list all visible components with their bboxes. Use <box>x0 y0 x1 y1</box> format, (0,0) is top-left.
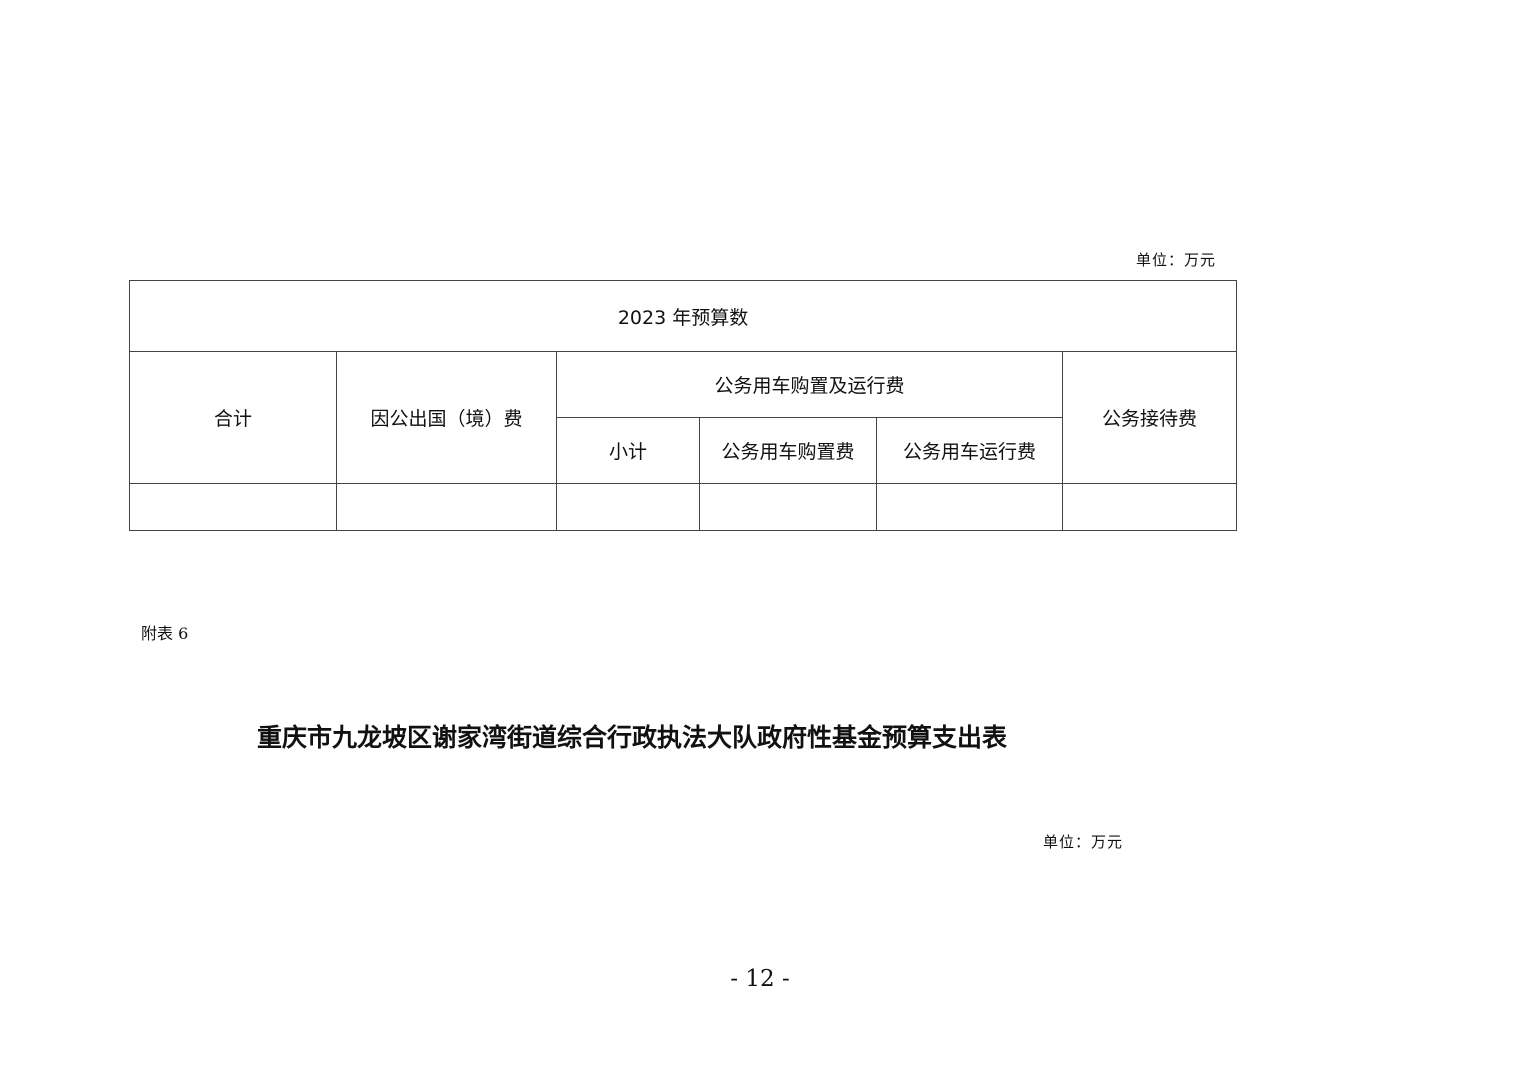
table-header-row-sub: 小计 公务用车购置费 公务用车运行费 <box>130 417 1237 484</box>
data-cell-total <box>129 483 337 531</box>
header-year-cell: 2023 年预算数 <box>128 280 1238 352</box>
header-subtotal-cell: 小计 <box>556 417 700 484</box>
header-vehicle-group-cell: 公务用车购置及运行费 <box>556 351 1063 418</box>
unit-label-bottom: 单位：万元 <box>1043 833 1124 851</box>
data-cell-vehicle-purchase <box>699 483 877 531</box>
data-cell-subtotal <box>556 483 700 531</box>
data-cell-overseas <box>336 483 557 531</box>
table-data-row <box>129 483 1238 531</box>
header-vehicle-operation-cell: 公务用车运行费 <box>876 417 1063 484</box>
budget-table: 2023 年预算数 合计 因公出国（境）费 公务用车购置及运行费 公务接待费 小… <box>128 280 1238 531</box>
header-vehicle-purchase-cell: 公务用车购置费 <box>699 417 877 484</box>
table-header-row-main: 合计 因公出国（境）费 公务用车购置及运行费 公务接待费 <box>129 351 1238 484</box>
attachment-label: 附表 6 <box>141 624 189 643</box>
header-overseas-cell: 因公出国（境）费 <box>336 351 557 484</box>
page-number: - 12 - <box>730 966 790 992</box>
header-reception-cell: 公务接待费 <box>1061 351 1238 484</box>
table-header-row-year: 2023 年预算数 <box>128 280 1238 352</box>
document-title: 重庆市九龙坡区谢家湾街道综合行政执法大队政府性基金预算支出表 <box>257 723 1008 752</box>
header-total-cell: 合计 <box>129 351 337 484</box>
unit-label-top: 单位：万元 <box>1136 251 1217 269</box>
data-cell-vehicle-operation <box>876 483 1063 531</box>
data-cell-reception <box>1061 483 1238 531</box>
